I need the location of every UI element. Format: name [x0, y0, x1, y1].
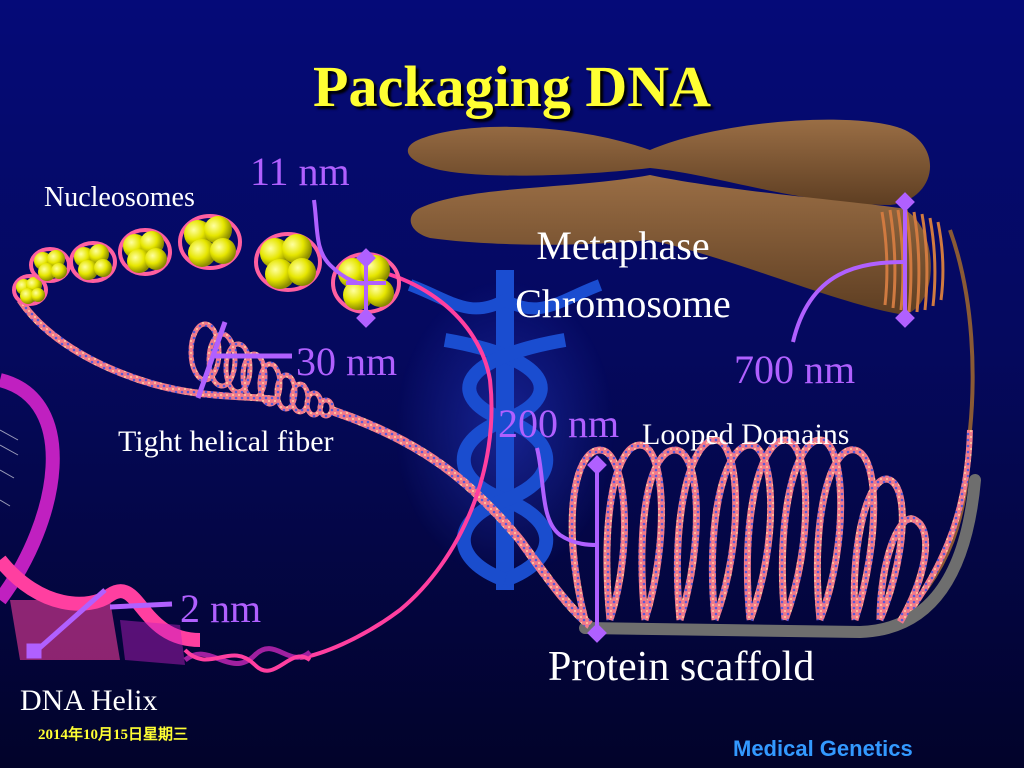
footer-date: 2014年10月15日星期三 — [38, 727, 189, 743]
nucleosome-6 — [254, 232, 322, 292]
size-2nm-label: 2 nm — [180, 586, 262, 631]
measure-200nm — [535, 447, 607, 643]
measure-30nm — [195, 321, 292, 399]
measure-11nm — [312, 199, 386, 328]
footer-brand: Medical Genetics — [733, 736, 913, 761]
dna-helix-label: DNA Helix — [20, 684, 158, 717]
caduceus-watermark — [395, 270, 615, 590]
looped-domains-label: Looped Domains — [642, 418, 850, 451]
nucleosome-3 — [69, 241, 117, 283]
nucleosome-1 — [12, 274, 48, 306]
nucleosome-4 — [118, 228, 172, 276]
slide-title: Packaging DNA — [313, 54, 711, 119]
chromatin-fiber — [328, 405, 593, 629]
protein-scaffold-label: Protein scaffold — [548, 644, 815, 690]
nucleosome-2 — [29, 247, 71, 283]
looped-domains — [568, 436, 930, 624]
nucleosomes-label: Nucleosomes — [44, 182, 195, 213]
nucleosomes-cluster — [12, 214, 401, 314]
protein-scaffold — [579, 474, 981, 639]
chromosome-coil — [880, 209, 945, 313]
linker-dna — [299, 263, 494, 660]
size-700nm-label: 700 nm — [734, 347, 856, 392]
tight-helical-fiber-label: Tight helical fiber — [118, 425, 334, 458]
measure-700nm — [791, 192, 915, 343]
measure-2nm — [26, 588, 173, 659]
metaphase-chromosome — [407, 119, 945, 315]
metaphase-label-line1: Metaphase — [536, 223, 710, 268]
dna-double-helix — [0, 373, 312, 673]
size-200nm-label: 200 nm — [498, 401, 620, 446]
size-30nm-label: 30 nm — [296, 339, 398, 384]
size-11nm-label: 11 nm — [250, 149, 350, 194]
nucleosome-5 — [178, 214, 242, 270]
metaphase-label-line2: Chromosome — [515, 281, 731, 326]
